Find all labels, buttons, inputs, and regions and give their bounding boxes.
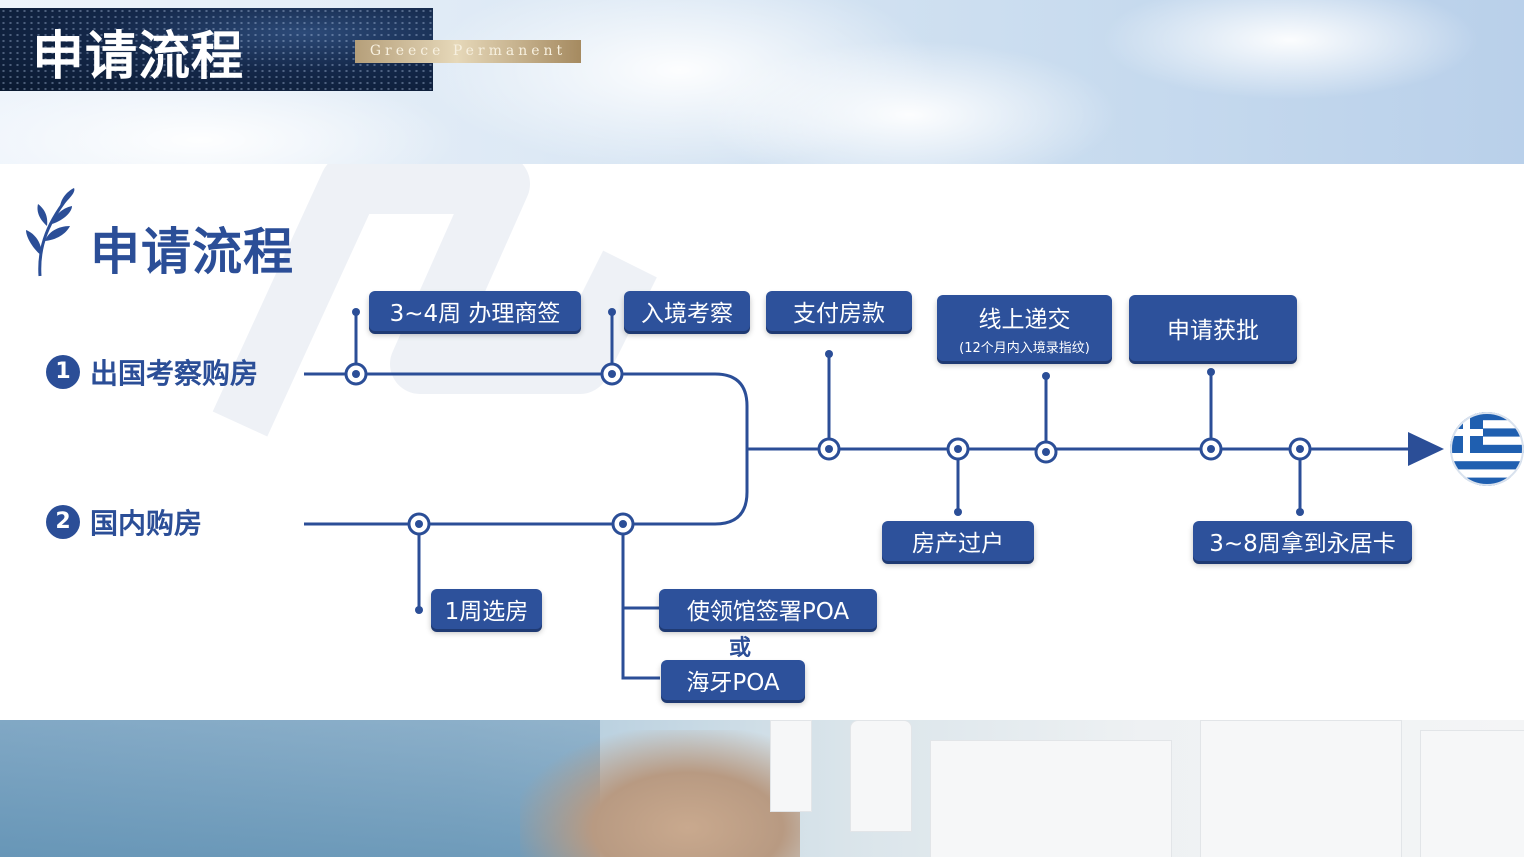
or-label: 或: [729, 636, 752, 661]
step-online-submit: 线上递交 (12个月内入境录指纹): [937, 295, 1112, 361]
section-title: 申请流程: [90, 223, 294, 281]
step-property-transfer: 房产过户: [882, 521, 1034, 561]
step-pay-house: 支付房款: [766, 291, 912, 331]
greece-flag-icon: [1450, 412, 1524, 486]
step-approved: 申请获批: [1129, 295, 1297, 361]
row-text-1: 出国考察购房: [90, 357, 259, 390]
subtitle-strip: Greece Permanent: [355, 40, 581, 63]
flow-diagram: [304, 308, 1444, 680]
olive-branch-icon: [26, 188, 75, 277]
row-label-2: 2 国内购房: [46, 502, 202, 542]
row-label-1: 1 出国考察购房: [46, 352, 258, 392]
step-business-visa: 3~4周 办理商签: [369, 291, 581, 331]
row-number-1: 1: [46, 355, 80, 389]
step-embassy-poa: 使领馆签署POA: [659, 589, 877, 629]
bottom-scenery: [0, 720, 1524, 857]
process-panel: 申请流程: [0, 164, 1524, 720]
row-number-2: 2: [46, 505, 80, 539]
step-get-card: 3~8周拿到永居卡: [1193, 521, 1412, 561]
step-online-submit-note: (12个月内入境录指纹): [959, 341, 1090, 356]
step-hague-poa: 海牙POA: [661, 660, 805, 700]
step-select-house: 1周选房: [431, 589, 542, 629]
row-text-2: 国内购房: [90, 507, 203, 540]
page-title: 申请流程: [32, 27, 245, 87]
watermark-icon: [212, 164, 657, 437]
step-entry-inspection: 入境考察: [624, 291, 750, 331]
